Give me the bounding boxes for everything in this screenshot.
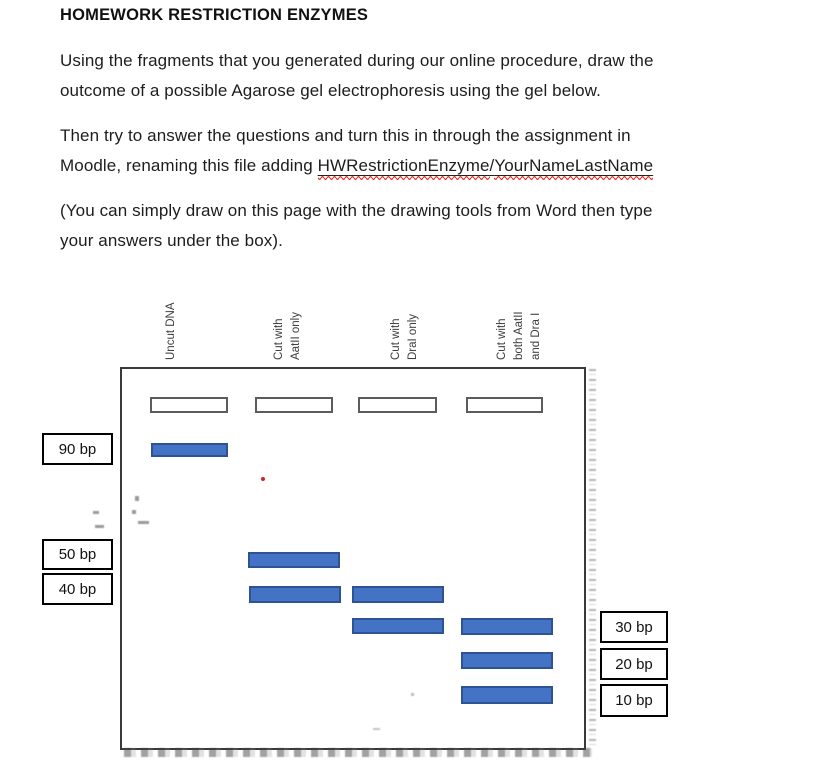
document-title: HOMEWORK RESTRICTION ENZYMES: [60, 6, 369, 24]
scan-artifact-right-column: [589, 369, 596, 745]
lane-label-uncut-dna: Uncut DNA: [163, 302, 180, 360]
gel-band-lane4-20bp: [461, 652, 553, 669]
gel-band-lane2-40bp: [249, 586, 341, 603]
size-marker-label: 40 bp: [58, 580, 97, 598]
scan-speck: [138, 521, 149, 524]
size-marker-label: 30 bp: [615, 618, 653, 636]
filename-slash: /: [489, 156, 495, 175]
lane-label-drai-only: Cut with DraI only: [388, 314, 422, 360]
red-dot-artifact: [261, 477, 265, 481]
paragraph-line: Moodle, renaming this file adding HWRest…: [60, 151, 816, 181]
scan-speck: [373, 728, 380, 730]
filename-underlined: HWRestrictionEnzyme/YourNameLastName: [317, 156, 654, 180]
lane-label-line: Cut with: [496, 318, 508, 360]
paragraph-note: (You can simply draw on this page with t…: [60, 196, 816, 256]
paragraph-text: Moodle, renaming this file adding: [60, 156, 318, 175]
lane-label-line: AatII only: [290, 312, 302, 360]
paragraph-line: Using the fragments that you generated d…: [60, 51, 654, 70]
gel-band-lane3-30bp: [352, 618, 444, 634]
gel-band-lane4-30bp: [461, 618, 553, 635]
gel-band-lane4-10bp: [461, 686, 553, 704]
lane-label-line: Uncut DNA: [165, 302, 177, 360]
paragraph-instructions: Using the fragments that you generated d…: [60, 46, 816, 106]
lane-label-line: DraI only: [407, 313, 419, 360]
size-marker-label: 10 bp: [615, 692, 653, 709]
scan-speck: [93, 511, 99, 514]
paragraph-line: your answers under the box).: [60, 231, 283, 250]
lane-label-aatii-only: Cut with AatII only: [271, 312, 305, 360]
size-marker-40bp: 40 bp: [42, 573, 113, 605]
lane-label-line: and Dra I: [530, 312, 542, 360]
scan-speck: [411, 693, 414, 696]
paragraph-submission: Then try to answer the questions and tur…: [60, 121, 816, 181]
size-marker-20bp: 20 bp: [600, 648, 668, 680]
gel-band-lane1-90bp: [151, 443, 228, 457]
scan-speck: [132, 510, 136, 514]
scan-speck: [135, 496, 139, 501]
filename-part2: YourNameLastName: [494, 156, 654, 180]
gel-well-lane4: [466, 397, 543, 413]
size-marker-90bp: 90 bp: [42, 433, 113, 465]
size-marker-label: 20 bp: [615, 655, 653, 673]
gel-well-lane2: [255, 397, 333, 413]
size-marker-label: 50 bp: [58, 546, 97, 563]
filename-part1: HWRestrictionEnzyme: [317, 156, 490, 180]
gel-band-lane2-50bp: [248, 552, 340, 568]
gel-well-lane1: [150, 397, 228, 413]
lane-label-line: Cut with: [273, 318, 285, 360]
paragraph-line: outcome of a possible Agarose gel electr…: [60, 81, 601, 100]
scan-speck: [95, 525, 104, 528]
gel-well-lane3: [358, 397, 437, 413]
gel-band-lane3-40bp: [352, 586, 444, 603]
paragraph-line: Then try to answer the questions and tur…: [60, 126, 631, 145]
lane-label-line: both AatII: [513, 311, 525, 360]
size-marker-label: 90 bp: [58, 440, 97, 458]
scan-artifact-bottom-edge: [124, 748, 592, 757]
size-marker-30bp: 30 bp: [600, 611, 668, 643]
lane-label-both-enzymes: Cut with both AatII and Dra I: [494, 311, 545, 360]
lane-label-line: Cut with: [390, 318, 402, 360]
paragraph-line: (You can simply draw on this page with t…: [60, 201, 653, 220]
size-marker-10bp: 10 bp: [600, 684, 668, 717]
size-marker-50bp: 50 bp: [42, 539, 113, 570]
